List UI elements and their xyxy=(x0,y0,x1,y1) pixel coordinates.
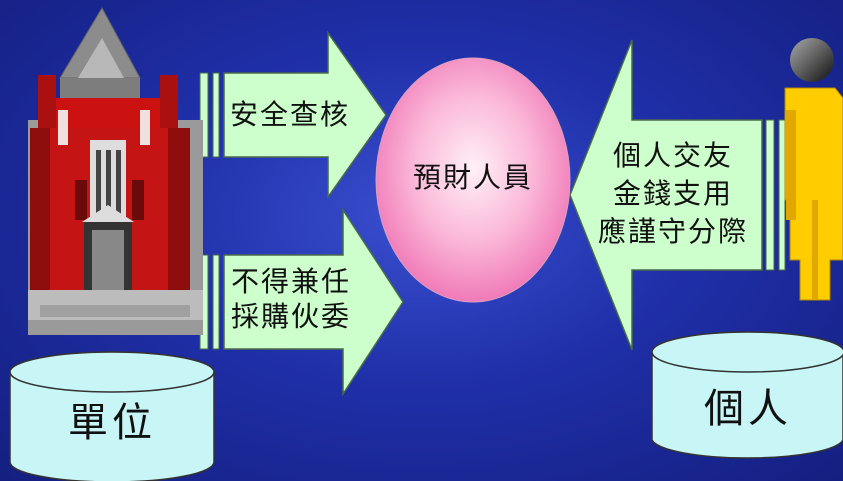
center-circle xyxy=(375,57,571,303)
right-arrow-line-3: 應謹守分際 xyxy=(597,214,748,248)
left-bottom-line-2: 採購伙委 xyxy=(230,300,351,333)
center-circle-label: 預財人員 xyxy=(412,161,533,194)
left-top-arrow-label: 安全查核 xyxy=(229,98,350,131)
left-bottom-line-1: 不得兼任 xyxy=(230,265,351,298)
right-arrow-line-2: 金錢支用 xyxy=(612,176,733,210)
right-arrow xyxy=(569,39,786,351)
right-arrow-line-1: 個人交友 xyxy=(612,139,733,172)
left-bottom-arrow-label: 不得兼任 採購伙委 xyxy=(226,264,356,334)
left-cylinder-label: 單位 xyxy=(68,400,156,446)
left-top-arrow xyxy=(199,30,387,200)
building-icon xyxy=(28,6,203,335)
right-cylinder-label: 個人 xyxy=(704,386,792,432)
left-cylinder xyxy=(9,351,215,481)
person-icon xyxy=(784,38,843,301)
right-arrow-label: 個人交友 金錢支用 應謹守分際 xyxy=(582,137,764,250)
right-cylinder xyxy=(651,331,843,459)
left-bottom-arrow xyxy=(199,207,404,397)
